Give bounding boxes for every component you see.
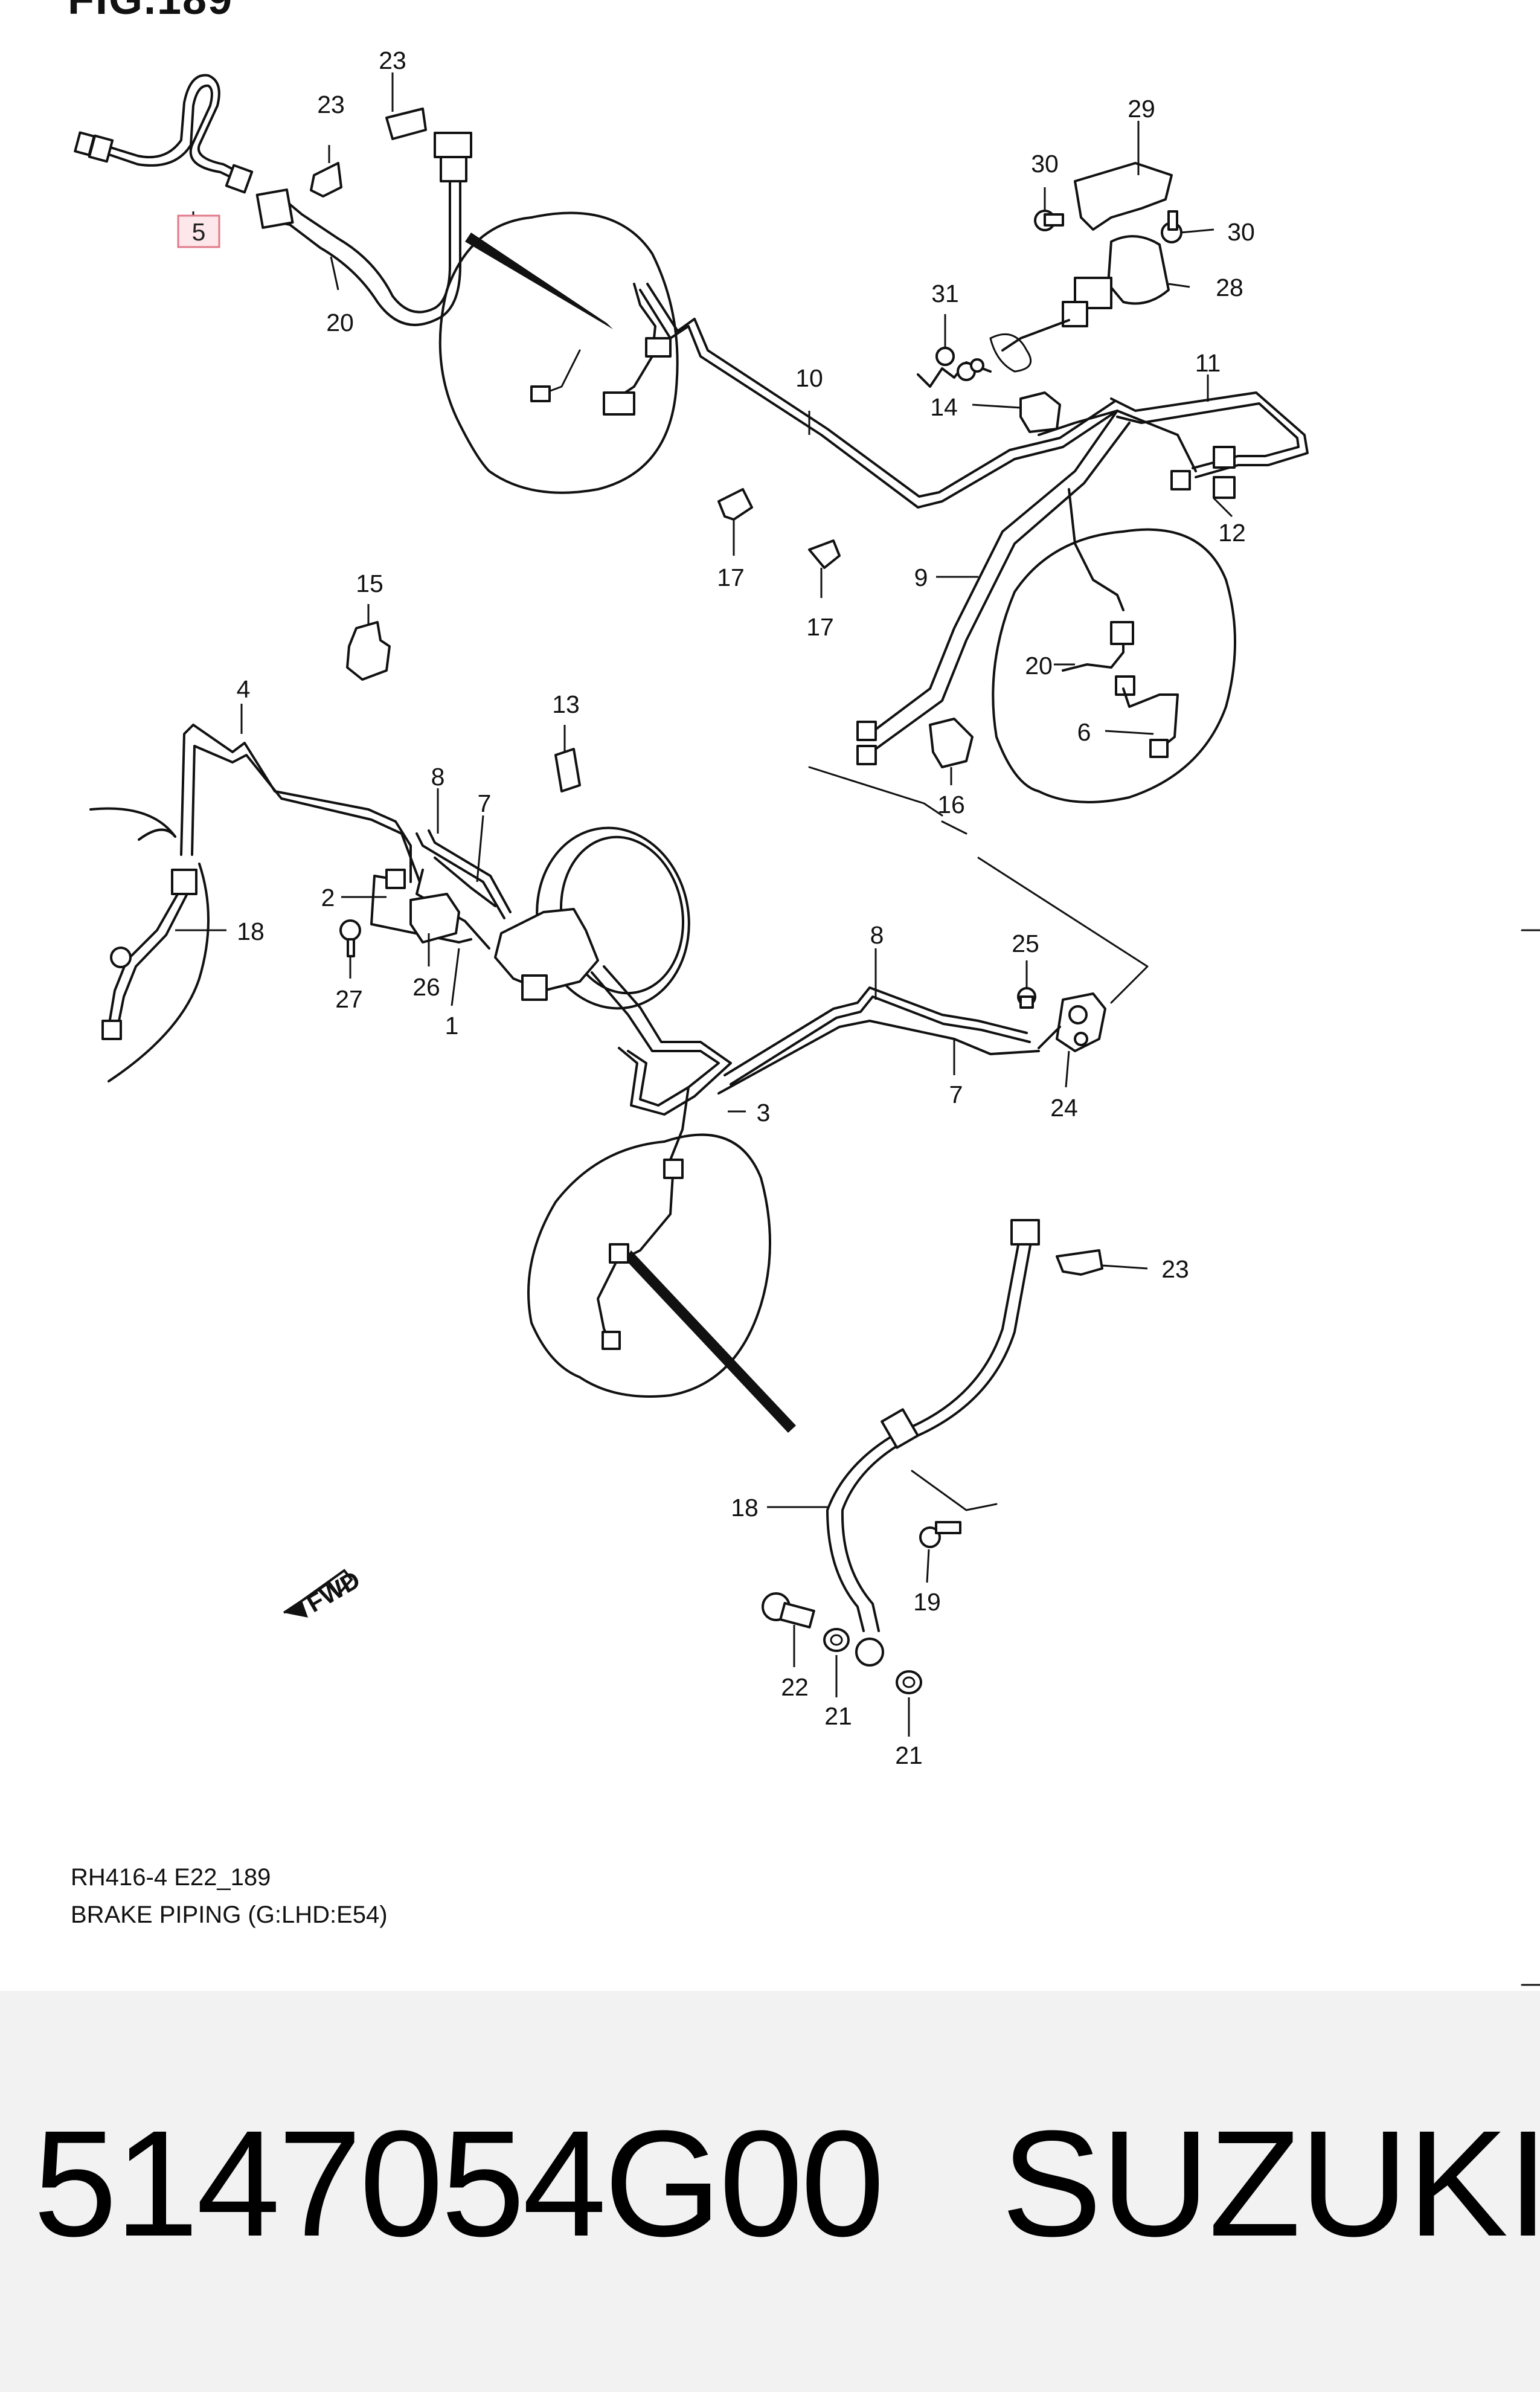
brake-pipe-4[interactable] [180, 724, 421, 883]
bolt-27[interactable] [339, 919, 361, 957]
brake-hose-front-left-drum[interactable] [597, 1159, 684, 1350]
clip-14[interactable] [1019, 391, 1061, 433]
callout-2[interactable]: 2 [321, 884, 335, 911]
valve-24[interactable] [1038, 992, 1106, 1052]
brake-piping-diagram: FWD [74, 47, 1540, 1986]
pipe-2[interactable] [370, 869, 472, 944]
pipe-5[interactable] [74, 74, 254, 194]
callout-24[interactable]: 24 [1050, 1094, 1078, 1122]
brake-pipe-6[interactable] [1122, 687, 1179, 758]
brake-pipe-8-rear[interactable] [723, 986, 1031, 1085]
brake-hose-20-front[interactable] [255, 132, 472, 326]
fwd-label: FWD [302, 1566, 365, 1618]
gasket-21-a[interactable] [823, 1628, 850, 1652]
diagram-name: BRAKE PIPING (G:LHD:E54) [71, 1902, 388, 1928]
lsp-valve-28[interactable] [989, 235, 1170, 373]
callout-19[interactable]: 19 [913, 1588, 941, 1616]
brake-drum-front-right [438, 211, 679, 494]
bracket-26[interactable] [409, 893, 460, 944]
callout-22[interactable]: 22 [781, 1673, 809, 1701]
callout-9[interactable]: 9 [914, 564, 928, 591]
callout-7-a[interactable]: 7 [478, 789, 492, 817]
brake-drum-rear-right [992, 528, 1236, 803]
clip-23-top-left[interactable] [310, 108, 427, 198]
clip-13[interactable] [554, 748, 581, 793]
fwd-arrow-icon: FWD [283, 1566, 365, 1618]
callout-30-b[interactable]: 30 [1227, 218, 1255, 246]
gasket-21-b[interactable] [896, 1670, 922, 1694]
callout-8-b[interactable]: 8 [870, 921, 884, 949]
callout-15[interactable]: 15 [356, 570, 383, 597]
brake-pipe-11[interactable] [1038, 391, 1309, 478]
brake-pipe-9[interactable] [856, 410, 1131, 765]
callout-14[interactable]: 14 [930, 393, 958, 421]
callout-25[interactable]: 25 [1012, 930, 1039, 957]
callout-labels: 5 23 23 20 10 29 30 30 28 31 14 11 12 9 … [177, 47, 1255, 1769]
brake-hose-18-rear[interactable] [826, 1219, 1040, 1667]
brake-hose-18-front-left[interactable] [101, 869, 197, 1040]
clip-15[interactable] [346, 621, 391, 681]
clip-23-bottom[interactable] [1056, 1249, 1103, 1276]
callout-17-a[interactable]: 17 [717, 564, 745, 591]
callout-28[interactable]: 28 [1216, 274, 1243, 301]
bolt-19[interactable] [911, 1470, 998, 1548]
callout-23-c[interactable]: 23 [1161, 1255, 1189, 1283]
callout-26[interactable]: 26 [412, 973, 440, 1001]
callout-11[interactable]: 11 [1195, 349, 1221, 377]
bracket-29[interactable] [1074, 162, 1173, 231]
brake-pipe-10[interactable] [530, 283, 1118, 509]
clip-17-a[interactable] [717, 488, 753, 556]
callout-29[interactable]: 29 [1128, 95, 1155, 123]
callout-5[interactable]: 5 [192, 218, 206, 246]
callout-23-a[interactable]: 23 [317, 91, 345, 118]
callout-8-a[interactable]: 8 [431, 763, 445, 791]
brake-pipe-7-front[interactable] [434, 857, 496, 907]
bolt-30-left[interactable] [1034, 210, 1064, 231]
callout-30-a[interactable]: 30 [1031, 150, 1059, 178]
brake-pipe-12[interactable] [1170, 446, 1236, 499]
crop-marks [1521, 929, 1540, 1986]
bolt-25[interactable] [1017, 987, 1036, 1009]
diagram-sheet: FIG.189 [0, 0, 1540, 1991]
callout-6[interactable]: 6 [1077, 718, 1091, 746]
callout-20-b[interactable]: 20 [1025, 652, 1053, 680]
brake-hose-20-rear[interactable] [1062, 621, 1135, 696]
callout-13[interactable]: 13 [552, 690, 580, 718]
callout-21-b[interactable]: 21 [895, 1741, 923, 1769]
brake-pipe-7-rear[interactable] [717, 1020, 1040, 1095]
callout-10[interactable]: 10 [795, 364, 823, 392]
callout-3[interactable]: 3 [757, 1099, 771, 1127]
callout-17-b[interactable]: 17 [806, 613, 834, 641]
callout-4[interactable]: 4 [237, 675, 251, 703]
figure-title: FIG.189 [68, 0, 233, 24]
diagram-code: RH416-4 E22_189 [71, 1864, 271, 1891]
part-number: 5147054G00 [33, 2099, 885, 2268]
clip-17-b[interactable] [808, 539, 841, 598]
callout-7-b[interactable]: 7 [949, 1081, 963, 1108]
bolt-30-right[interactable] [1161, 210, 1182, 243]
callout-16[interactable]: 16 [937, 791, 965, 818]
callout-18-a[interactable]: 18 [237, 918, 265, 945]
union-bolt-22[interactable] [762, 1592, 815, 1628]
callout-1[interactable]: 1 [445, 1012, 459, 1040]
brake-pipe-8-front[interactable] [415, 829, 512, 919]
nut-31[interactable] [935, 347, 955, 366]
highlight-box [177, 214, 220, 248]
callout-20-a[interactable]: 20 [326, 309, 354, 336]
brake-pipe-3[interactable] [591, 965, 732, 1161]
callout-27[interactable]: 27 [335, 985, 363, 1013]
callout-31[interactable]: 31 [931, 280, 959, 307]
guide-lines [808, 766, 1149, 1004]
leader-lines [175, 72, 1233, 1737]
brand-name: SUZUKI [1001, 2099, 1540, 2268]
brake-disc-front-left [89, 807, 210, 1082]
clamp-16[interactable] [929, 718, 974, 768]
callout-21-a[interactable]: 21 [824, 1702, 852, 1730]
brake-drum-front-left [527, 1133, 796, 1433]
callout-23-b[interactable]: 23 [379, 47, 406, 74]
callout-12[interactable]: 12 [1218, 519, 1246, 547]
callout-18-b[interactable]: 18 [731, 1494, 759, 1522]
